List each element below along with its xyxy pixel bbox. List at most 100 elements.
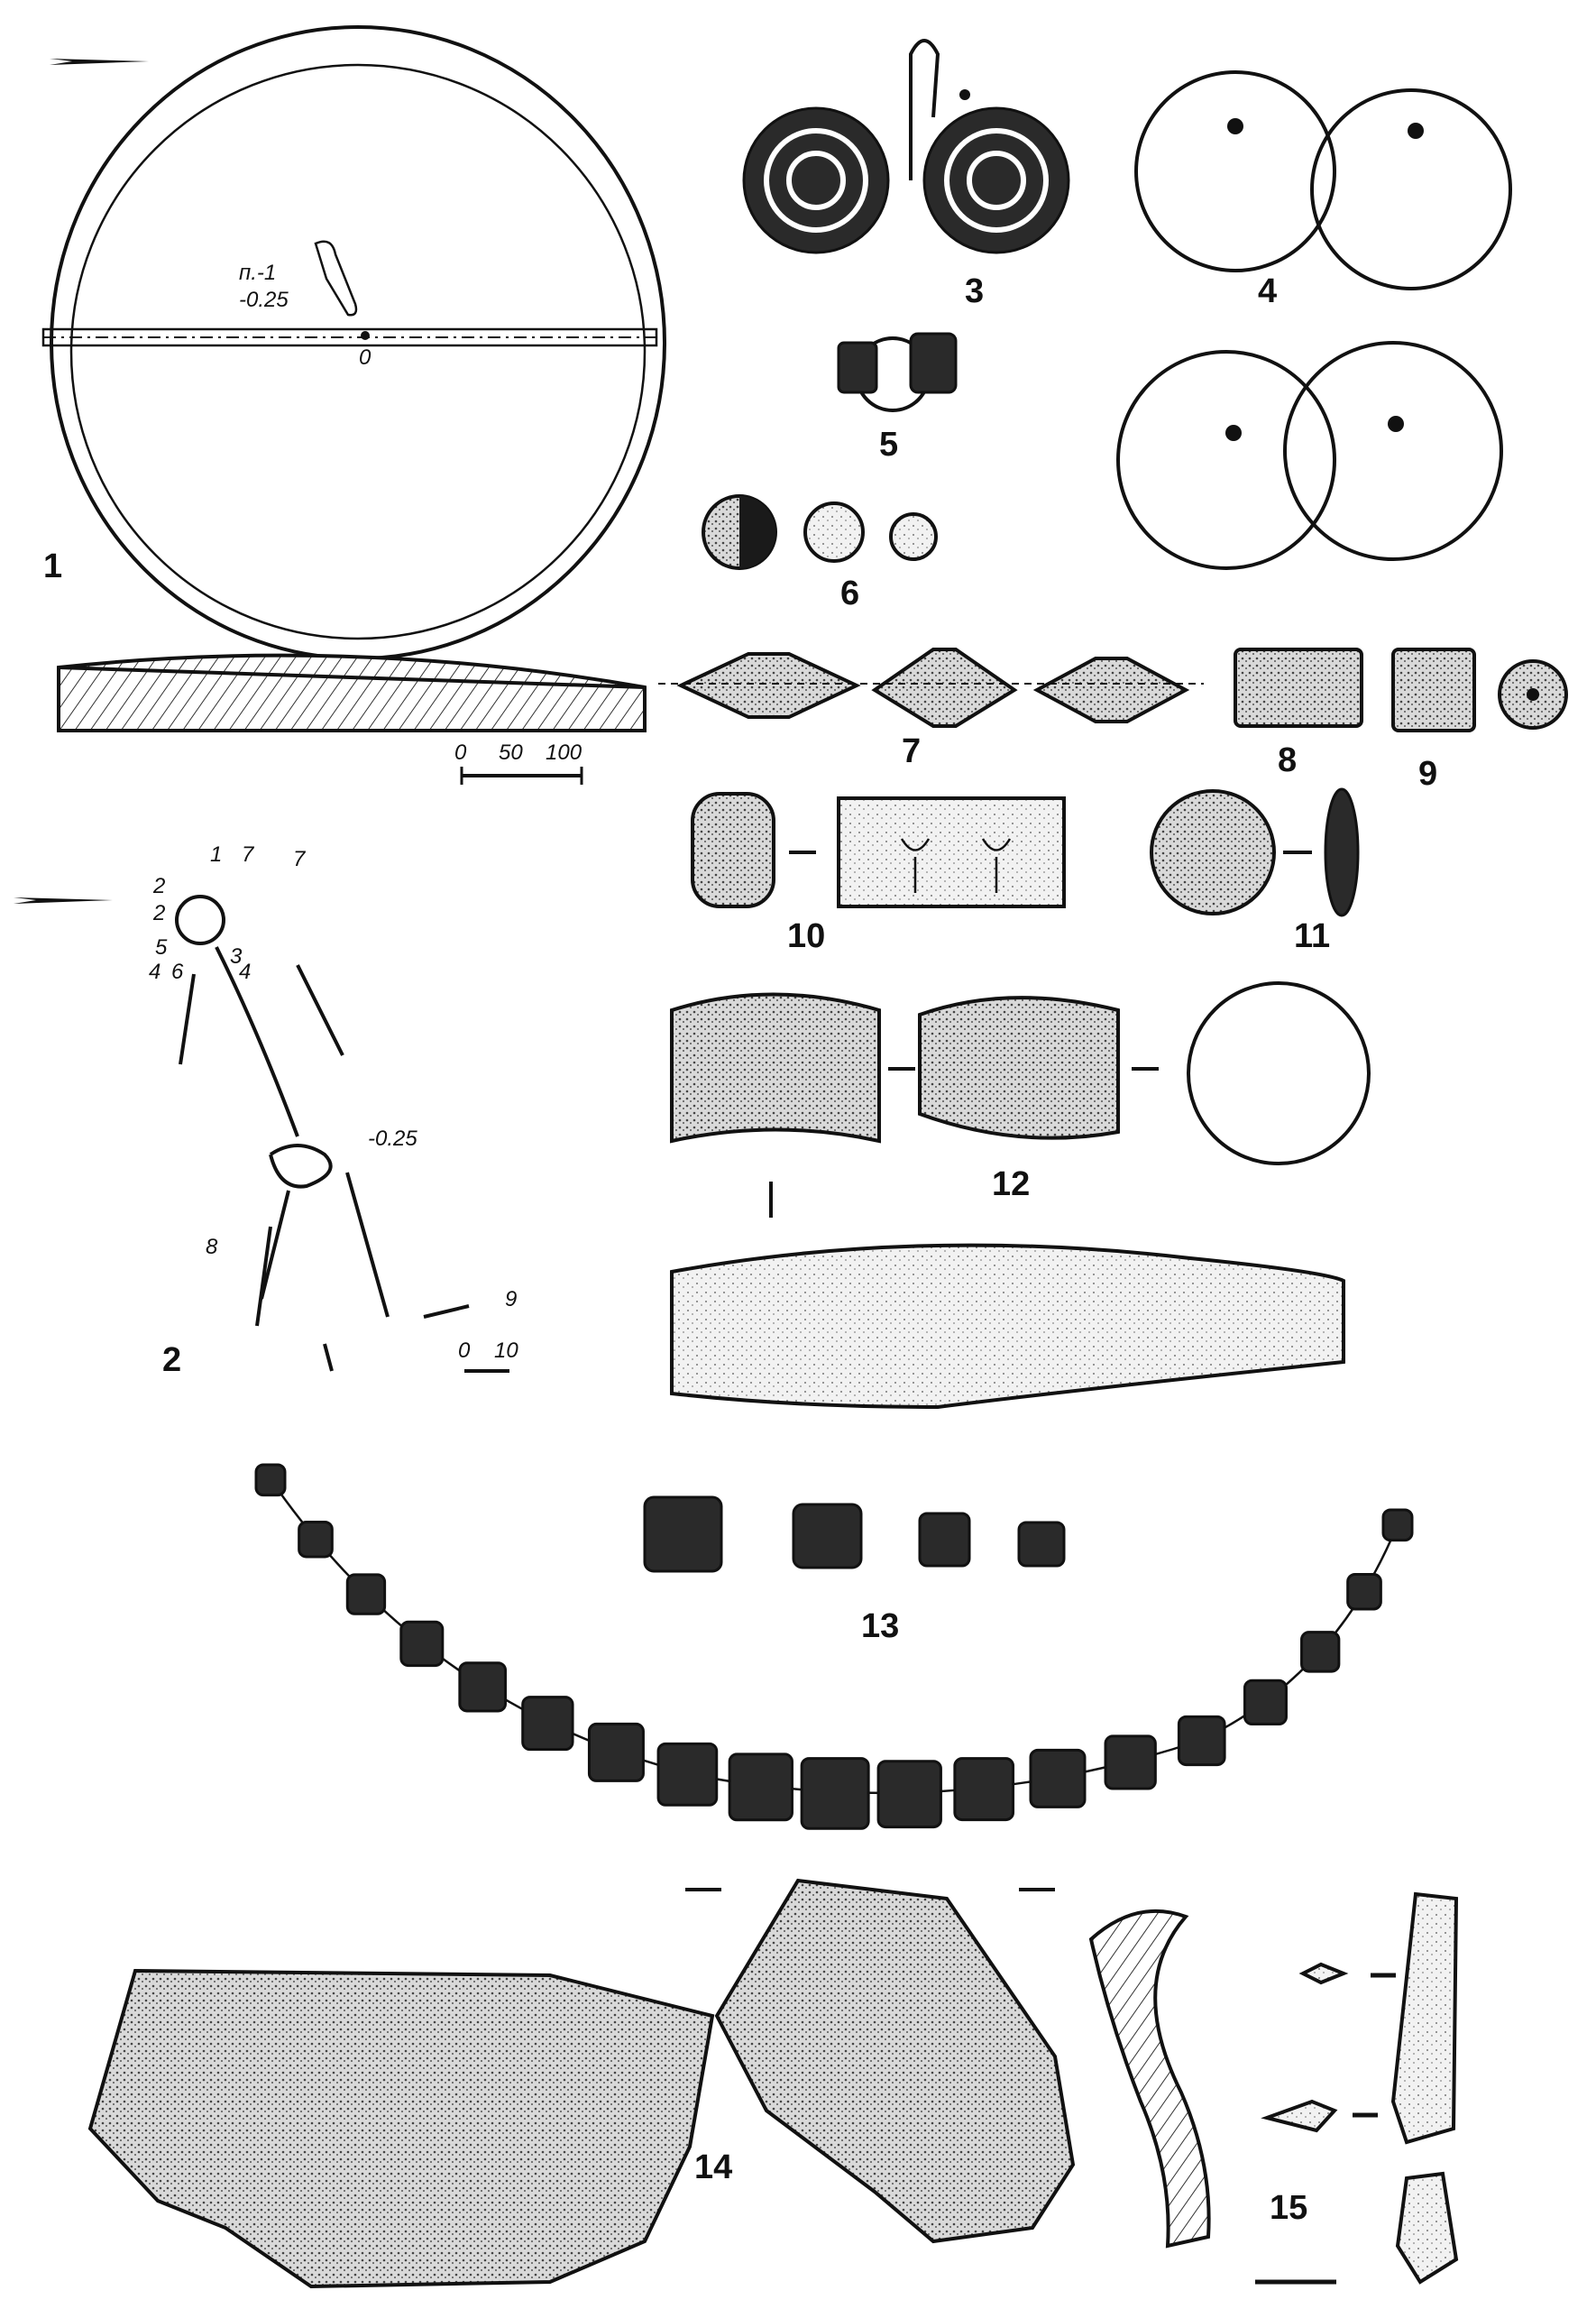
fig3-label: 3 <box>965 272 984 310</box>
necklace-bead <box>1104 1734 1157 1790</box>
fig9-cylinder-bead: 9 <box>1391 648 1568 793</box>
burial-pit-sketch <box>314 240 358 317</box>
find-9: 9 <box>505 1287 517 1311</box>
find-2: 2 <box>152 874 165 898</box>
find-4b: 4 <box>239 960 251 984</box>
fig6-label: 6 <box>840 575 859 612</box>
burial-scale-10: 10 <box>494 1338 518 1363</box>
necklace-bead <box>1177 1715 1226 1767</box>
section-dot <box>1227 118 1243 134</box>
foot-bones <box>323 1304 470 1372</box>
necklace-bead <box>521 1696 574 1752</box>
find-2b: 2 <box>152 901 165 925</box>
fig11-label: 11 <box>1294 917 1330 955</box>
detail-bead-3 <box>918 1512 971 1568</box>
necklace-bead <box>1346 1572 1382 1611</box>
necklace-bead <box>728 1752 793 1822</box>
blade-section-2 <box>1261 2099 1338 2133</box>
fig11-disc: 11 <box>1150 787 1360 955</box>
necklace-bead <box>587 1722 645 1782</box>
fig15-flint-blades: 15 <box>1255 1891 1459 2285</box>
fig10-engraved-bead: 10 <box>691 792 1066 955</box>
section-dot <box>1225 425 1242 441</box>
bracelet-unrolled <box>670 1243 1345 1410</box>
rect-bead <box>1234 648 1363 728</box>
plan-scale-100: 100 <box>546 741 582 765</box>
section-dot <box>959 89 970 100</box>
disc-profile <box>1324 787 1360 917</box>
north-arrow-icon <box>50 59 149 65</box>
left-leg <box>255 1190 290 1327</box>
fig12-label: 12 <box>992 1165 1030 1203</box>
fig7-label: 7 <box>902 732 921 770</box>
blade-section-1 <box>1298 1962 1349 1985</box>
fig14-label: 14 <box>694 2148 732 2186</box>
ring-b <box>1310 88 1512 290</box>
center-mark: 0 <box>359 345 371 370</box>
fig5-label: 5 <box>879 426 898 464</box>
blade-1 <box>1390 1891 1459 2145</box>
section-dot <box>1388 416 1404 432</box>
find-4: 4 <box>149 960 161 984</box>
spiral-loop <box>909 39 940 180</box>
find-5: 5 <box>155 935 168 960</box>
necklace-bead <box>458 1661 508 1713</box>
bracelet-top <box>1187 981 1371 1165</box>
necklace-bead <box>399 1620 445 1668</box>
find-6: 6 <box>171 960 184 984</box>
necklace-bead <box>298 1520 334 1559</box>
find-8: 8 <box>206 1235 218 1259</box>
necklace-bead <box>1243 1679 1288 1725</box>
fig15-label: 15 <box>1270 2189 1307 2227</box>
fig4-label: 4 <box>1258 272 1277 310</box>
mound-outer-ring <box>50 25 666 660</box>
pelvis <box>269 1144 333 1189</box>
fig7-bicone-beads: 7 <box>658 648 1204 770</box>
detail-bead-4 <box>1017 1521 1066 1568</box>
right-arm <box>296 964 344 1056</box>
necklace-bead <box>800 1757 870 1830</box>
fig4-temple-rings: 4 <box>1116 70 1512 570</box>
section-dot <box>1408 123 1424 139</box>
bead-medium <box>803 501 865 563</box>
burial-depth: -0.25 <box>368 1127 417 1151</box>
fig9-label: 9 <box>1418 755 1437 793</box>
necklace-bead <box>345 1573 387 1615</box>
bracelet-side <box>918 996 1120 1140</box>
bracelet-front <box>670 992 881 1144</box>
fig13-necklace: 13 <box>254 1463 1414 1830</box>
find-3: 3 <box>230 944 243 969</box>
ring-a <box>1134 70 1336 272</box>
plan-scale-0: 0 <box>454 741 467 765</box>
bead-right <box>909 332 958 394</box>
fig1-mound-plan: п.-1 -0.25 0 0 50 100 1 <box>41 25 666 785</box>
ground-line <box>58 666 646 689</box>
mound-inner-ring <box>69 63 647 640</box>
engraving-unrolled <box>837 796 1066 908</box>
spine <box>215 946 299 1137</box>
detail-bead-2 <box>792 1503 863 1569</box>
pit-depth: -0.25 <box>239 288 289 312</box>
necklace-bead <box>1029 1748 1087 1808</box>
disc-face <box>1150 789 1276 915</box>
engraved-bead <box>691 792 775 908</box>
sherd-right <box>714 1878 1076 2244</box>
bead-small <box>889 512 938 561</box>
necklace-bead <box>1300 1631 1341 1673</box>
necklace-beads <box>254 1463 1414 1830</box>
north-arrow-icon <box>14 897 113 904</box>
ring-d <box>1283 341 1503 561</box>
pit-label: п.-1 <box>239 261 276 285</box>
bicone-bead-3 <box>1032 657 1190 723</box>
fig8-label: 8 <box>1278 741 1297 779</box>
detail-bead-1 <box>643 1495 723 1573</box>
blade-2 <box>1395 2171 1459 2285</box>
mound-profile <box>57 653 647 732</box>
bead-left <box>837 341 878 394</box>
find-7b: 7 <box>293 847 307 871</box>
necklace-bead <box>953 1757 1015 1822</box>
fig12-bracelet: 12 <box>670 981 1371 1410</box>
fig14-pottery-fragments: 14 <box>87 1878 1211 2289</box>
plan-scale-50: 50 <box>499 741 523 765</box>
